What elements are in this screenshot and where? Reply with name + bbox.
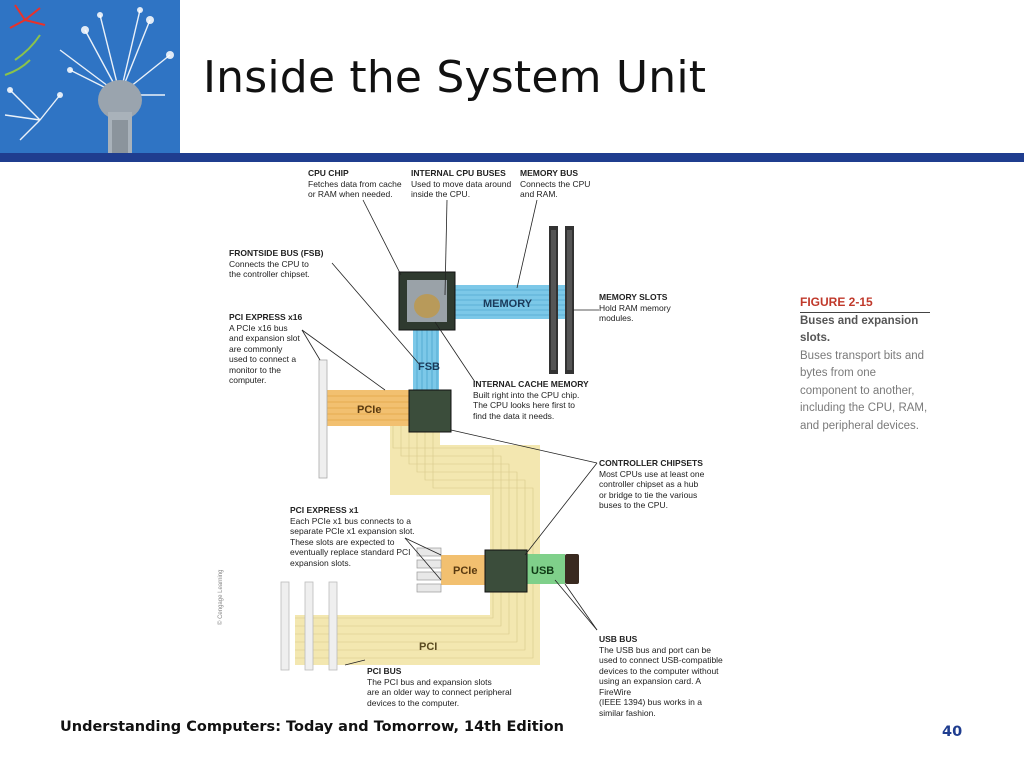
callout-title: CONTROLLER CHIPSETS bbox=[599, 458, 703, 468]
pcie-x16-bus bbox=[327, 390, 409, 426]
callout-line: and RAM. bbox=[520, 189, 558, 199]
callout-title: INTERNAL CACHE MEMORY bbox=[473, 379, 589, 389]
callout-line: similar fashion. bbox=[599, 707, 656, 718]
callout-line: monitor to the bbox=[229, 364, 281, 375]
callout-line: inside the CPU. bbox=[411, 189, 471, 199]
callout-line: Connects the CPU bbox=[520, 178, 591, 189]
frontside-bus bbox=[413, 330, 439, 390]
usb-bus bbox=[527, 554, 579, 584]
pcie-x16-slot bbox=[318, 359, 328, 479]
callout-line: devices to the computer without bbox=[599, 665, 719, 676]
callout-line: Used to move data around bbox=[411, 178, 512, 189]
callout-line: controller chipset as a hub bbox=[599, 479, 699, 489]
page-number: 40 bbox=[942, 724, 963, 740]
callout-line: The USB bus and port can be bbox=[599, 644, 711, 655]
dandelion-logo bbox=[0, 0, 180, 155]
callout-line: and expansion slot bbox=[229, 333, 300, 343]
fsb-label: FSB bbox=[418, 361, 440, 373]
callout-memory-bus: MEMORY BUS Connects the CPU and RAM. bbox=[520, 168, 590, 200]
callout-usb-bus: USB BUS The USB bus and port can be used… bbox=[599, 634, 735, 718]
image-credit: © Cengage Learning bbox=[218, 569, 224, 625]
callout-title: PCI EXPRESS x1 bbox=[290, 505, 359, 515]
title-divider-bar bbox=[0, 153, 1024, 162]
pcie-x1-label: PCIe bbox=[453, 565, 477, 577]
callout-line: the controller chipset. bbox=[229, 269, 310, 279]
bus-diagram: MEMORY FSB PCIe PCIe USB PCI CPU CHIP Fe… bbox=[215, 160, 735, 720]
controller-chipset-south bbox=[484, 549, 528, 593]
callout-title: FRONTSIDE BUS (FSB) bbox=[229, 248, 324, 258]
callout-line: (IEEE 1394) bus works in a bbox=[599, 697, 702, 707]
callout-internal-buses: INTERNAL CPU BUSES Used to move data aro… bbox=[411, 168, 511, 200]
callout-cpu-chip: CPU CHIP Fetches data from cache or RAM … bbox=[308, 168, 402, 200]
callout-line: buses to the CPU. bbox=[599, 500, 668, 510]
callout-pci-bus: PCI BUS The PCI bus and expansion slots … bbox=[367, 666, 512, 708]
callout-line: find the data it needs. bbox=[473, 410, 555, 421]
callout-title: PCI EXPRESS x16 bbox=[229, 312, 303, 322]
callout-memory-slots: MEMORY SLOTS Hold RAM memory modules. bbox=[599, 292, 671, 324]
slide-title: Inside the System Unit bbox=[203, 52, 707, 103]
controller-chipset-north bbox=[408, 389, 452, 433]
callout-line: used to connect USB-compatible bbox=[599, 655, 723, 665]
callout-internal-cache: INTERNAL CACHE MEMORY Built right into t… bbox=[473, 379, 589, 421]
callout-frontside-bus: FRONTSIDE BUS (FSB) Connects the CPU to … bbox=[229, 248, 323, 280]
callout-line: modules. bbox=[599, 313, 634, 323]
callout-line: Hold RAM memory bbox=[599, 302, 671, 313]
callout-line: The PCI bus and expansion slots bbox=[367, 676, 492, 687]
callout-line: eventually replace standard PCI bbox=[290, 547, 411, 557]
callout-leader-lines bbox=[301, 199, 599, 666]
callout-line: A PCIe x16 bus bbox=[229, 322, 288, 333]
callout-line: devices to the computer. bbox=[367, 697, 460, 708]
pcie-x1-bus bbox=[441, 555, 485, 585]
callout-title: MEMORY SLOTS bbox=[599, 292, 668, 302]
usb-label: USB bbox=[531, 565, 554, 577]
pcie-x1-slots bbox=[416, 547, 442, 593]
callout-title: USB BUS bbox=[599, 634, 638, 644]
callout-line: or RAM when needed. bbox=[308, 189, 393, 199]
callout-line: using an expansion card. A FireWire bbox=[599, 676, 701, 697]
figure-number: FIGURE 2-15 bbox=[800, 294, 930, 313]
callout-line: used to connect a bbox=[229, 354, 297, 364]
callout-line: Fetches data from cache bbox=[308, 178, 402, 189]
memory-bus bbox=[455, 285, 565, 319]
callout-line: are an older way to connect peripheral bbox=[367, 687, 512, 697]
pci-label: PCI bbox=[419, 641, 437, 653]
callout-line: computer. bbox=[229, 375, 267, 385]
pci-slots bbox=[280, 581, 338, 671]
callout-line: Each PCIe x1 bus connects to a bbox=[290, 515, 411, 526]
memory-slots bbox=[549, 226, 574, 374]
callout-controller-chipsets: CONTROLLER CHIPSETS Most CPUs use at lea… bbox=[599, 458, 704, 511]
callout-title: MEMORY BUS bbox=[520, 168, 579, 178]
cpu-chip bbox=[398, 271, 456, 331]
figure-heading: Buses and expansion slots. bbox=[800, 314, 919, 345]
callout-title: PCI BUS bbox=[367, 666, 402, 676]
callout-line: are commonly bbox=[229, 343, 283, 354]
callout-line: or bridge to tie the various bbox=[599, 489, 698, 500]
figure-caption: FIGURE 2-15 Buses and expansion slots. B… bbox=[800, 294, 930, 435]
callout-title: INTERNAL CPU BUSES bbox=[411, 168, 506, 178]
callout-pcie-x1: PCI EXPRESS x1 Each PCIe x1 bus connects… bbox=[290, 505, 415, 568]
callout-line: Built right into the CPU chip. bbox=[473, 389, 580, 400]
bus-diagram-graphic: MEMORY FSB PCIe PCIe USB PCI bbox=[280, 199, 599, 671]
callout-line: Most CPUs use at least one bbox=[599, 468, 705, 479]
callout-line: Connects the CPU to bbox=[229, 258, 309, 269]
callout-line: The CPU looks here first to bbox=[473, 400, 576, 410]
callout-line: separate PCIe x1 expansion slot. bbox=[290, 526, 415, 536]
callout-title: CPU CHIP bbox=[308, 168, 349, 178]
figure-caption-text: Buses transport bits and bytes from one … bbox=[800, 349, 928, 432]
footer-book-title: Understanding Computers: Today and Tomor… bbox=[60, 719, 564, 735]
pcie-x16-label: PCIe bbox=[357, 404, 381, 416]
memory-bus-label: MEMORY bbox=[483, 298, 533, 310]
pci-bus bbox=[295, 425, 540, 665]
callout-line: expansion slots. bbox=[290, 557, 351, 568]
callout-line: These slots are expected to bbox=[290, 536, 395, 547]
callout-pcie-x16: PCI EXPRESS x16 A PCIe x16 bus and expan… bbox=[229, 312, 302, 386]
